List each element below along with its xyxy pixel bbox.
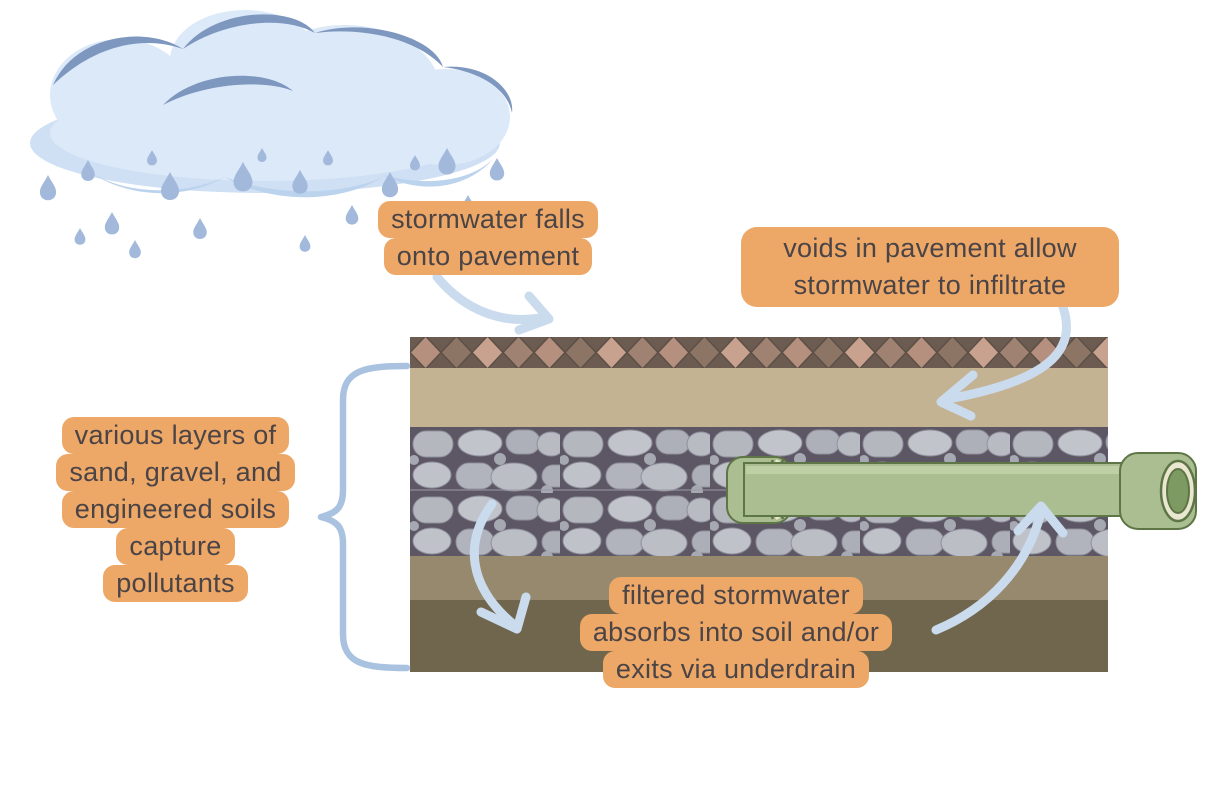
- arrow-voids-to-sand: [936, 302, 1071, 421]
- label-line: pollutants: [103, 565, 248, 602]
- label-voids-infiltrate: voids in pavement allow stormwater to in…: [741, 227, 1119, 307]
- arrow-gravel-to-soil: [469, 499, 531, 634]
- arrow-soil-to-underdrain: [931, 501, 1068, 635]
- label-stormwater-falls: stormwater falls onto pavement: [352, 201, 624, 275]
- label-line: exits via underdrain: [602, 651, 870, 688]
- label-line: filtered stormwater: [609, 577, 863, 614]
- paver-layer-icon: [410, 337, 1108, 368]
- arrow-stormwater-to-pavement: [432, 272, 554, 335]
- label-line: stormwater falls: [378, 201, 598, 238]
- label-line: voids in pavement allow: [783, 233, 1077, 263]
- label-layers-capture-pollutants: various layers of sand, gravel, and engi…: [33, 417, 318, 602]
- label-line: stormwater to infiltrate: [793, 270, 1067, 300]
- label-line: absorbs into soil and/or: [579, 614, 893, 651]
- sand-layer-icon: [410, 368, 1108, 427]
- raindrops-icon: [39, 148, 505, 259]
- label-line: sand, gravel, and: [56, 454, 295, 491]
- label-line: capture: [116, 528, 235, 565]
- label-line: onto pavement: [383, 238, 593, 275]
- label-filtered-exits-underdrain: filtered stormwater absorbs into soil an…: [550, 577, 922, 688]
- underdrain-pipe-icon: [726, 452, 1197, 530]
- label-line: engineered soils: [61, 491, 290, 528]
- rain-cloud-icon: [30, 10, 513, 259]
- cloud-body: [30, 10, 513, 198]
- label-line: various layers of: [61, 417, 290, 454]
- curly-brace-icon: [317, 362, 411, 672]
